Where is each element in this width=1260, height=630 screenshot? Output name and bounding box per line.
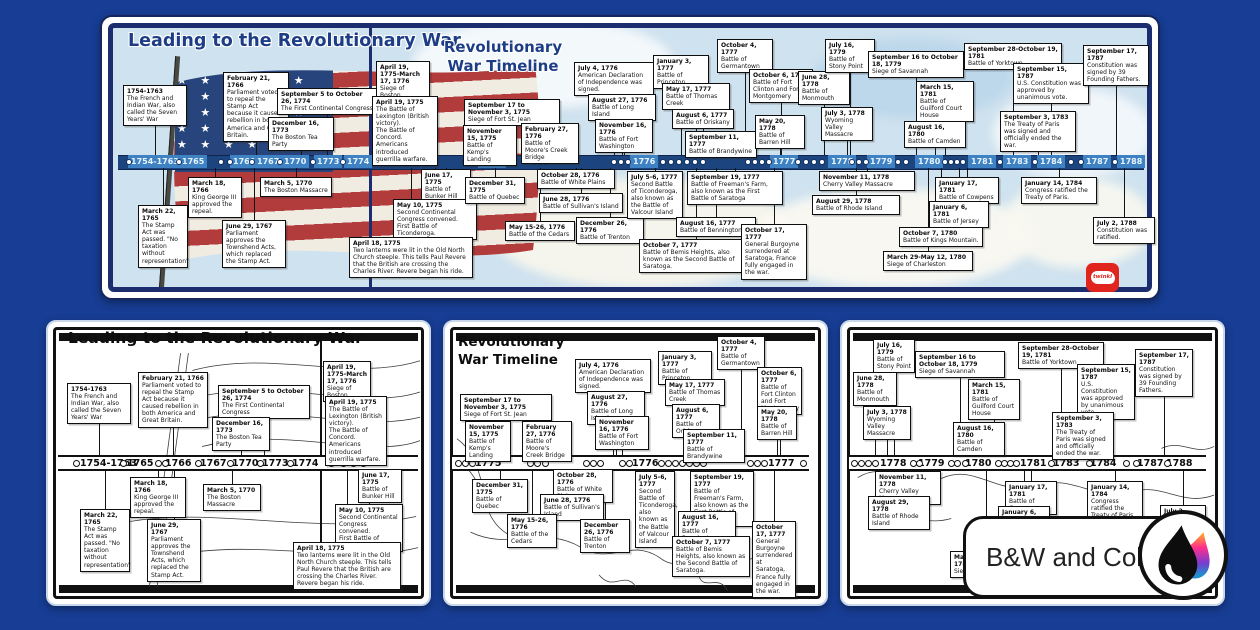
watercolor-blob [813, 38, 1013, 118]
twinkl-logo-cloud: twinkl [1090, 271, 1115, 284]
section-divider [369, 28, 372, 287]
sheet-footer-bar [456, 585, 815, 593]
watercolor-map [1003, 178, 1147, 268]
color-timeline-poster: ★ ★ ★ ★ ★ ★ ★ ★ ★ ★ ★ ★ ★ ★ ★ ★ ★ ★ ★ ★ … [100, 15, 1160, 300]
color-poster-title-war: Revolutionary War Timeline [398, 38, 608, 76]
bw-sheet-title-pre: Leading to the Revolutionary War [68, 329, 363, 347]
bw-sheet-leading [46, 320, 431, 606]
american-flag-illustration: ★ ★ ★ ★ ★ ★ ★ ★ ★ ★ ★ ★ ★ ★ ★ ★ ★ ★ ★ ★ … [123, 54, 553, 287]
ink-drop-badge-circle [1138, 510, 1228, 600]
sheet-header-bar [853, 333, 1212, 341]
sheet-header-bar [59, 333, 418, 341]
ink-drop-icon [1158, 525, 1210, 585]
twinkl-logo: twinkl [1086, 263, 1119, 292]
watercolor-blob [993, 88, 1147, 178]
title-war-line2: War Timeline [458, 351, 558, 368]
title-war-line2: War Timeline [447, 56, 559, 75]
title-war-line1: Revolutionary [443, 38, 563, 56]
flag-canton-stars: ★ ★ ★ ★ ★ ★ ★ ★ ★ ★ ★ ★ ★ ★ ★ ★ ★ ★ ★ ★ … [175, 70, 333, 172]
color-poster-frame: ★ ★ ★ ★ ★ ★ ★ ★ ★ ★ ★ ★ ★ ★ ★ ★ ★ ★ ★ ★ … [108, 23, 1152, 292]
bw-section-divider [320, 336, 322, 586]
flag-line-art [114, 352, 421, 587]
title-war-line1: Revolutionary [458, 334, 565, 350]
color-poster-title-pre: Leading to the Revolutionary War [128, 31, 461, 51]
badge-label: B&W and Color [986, 541, 1166, 572]
map-line-art [456, 438, 796, 591]
sheet-header-bar [456, 333, 815, 341]
bw-frame [53, 327, 424, 599]
bw-sheet-title-war: Revolutionary War Timeline [458, 334, 578, 369]
watercolor-map [753, 188, 1033, 287]
drop-highlight [1165, 564, 1183, 583]
sheet-footer-bar [59, 585, 418, 593]
flag-stripes: ★ ★ ★ ★ ★ ★ ★ ★ ★ ★ ★ ★ ★ ★ ★ ★ ★ ★ ★ ★ … [123, 54, 553, 284]
